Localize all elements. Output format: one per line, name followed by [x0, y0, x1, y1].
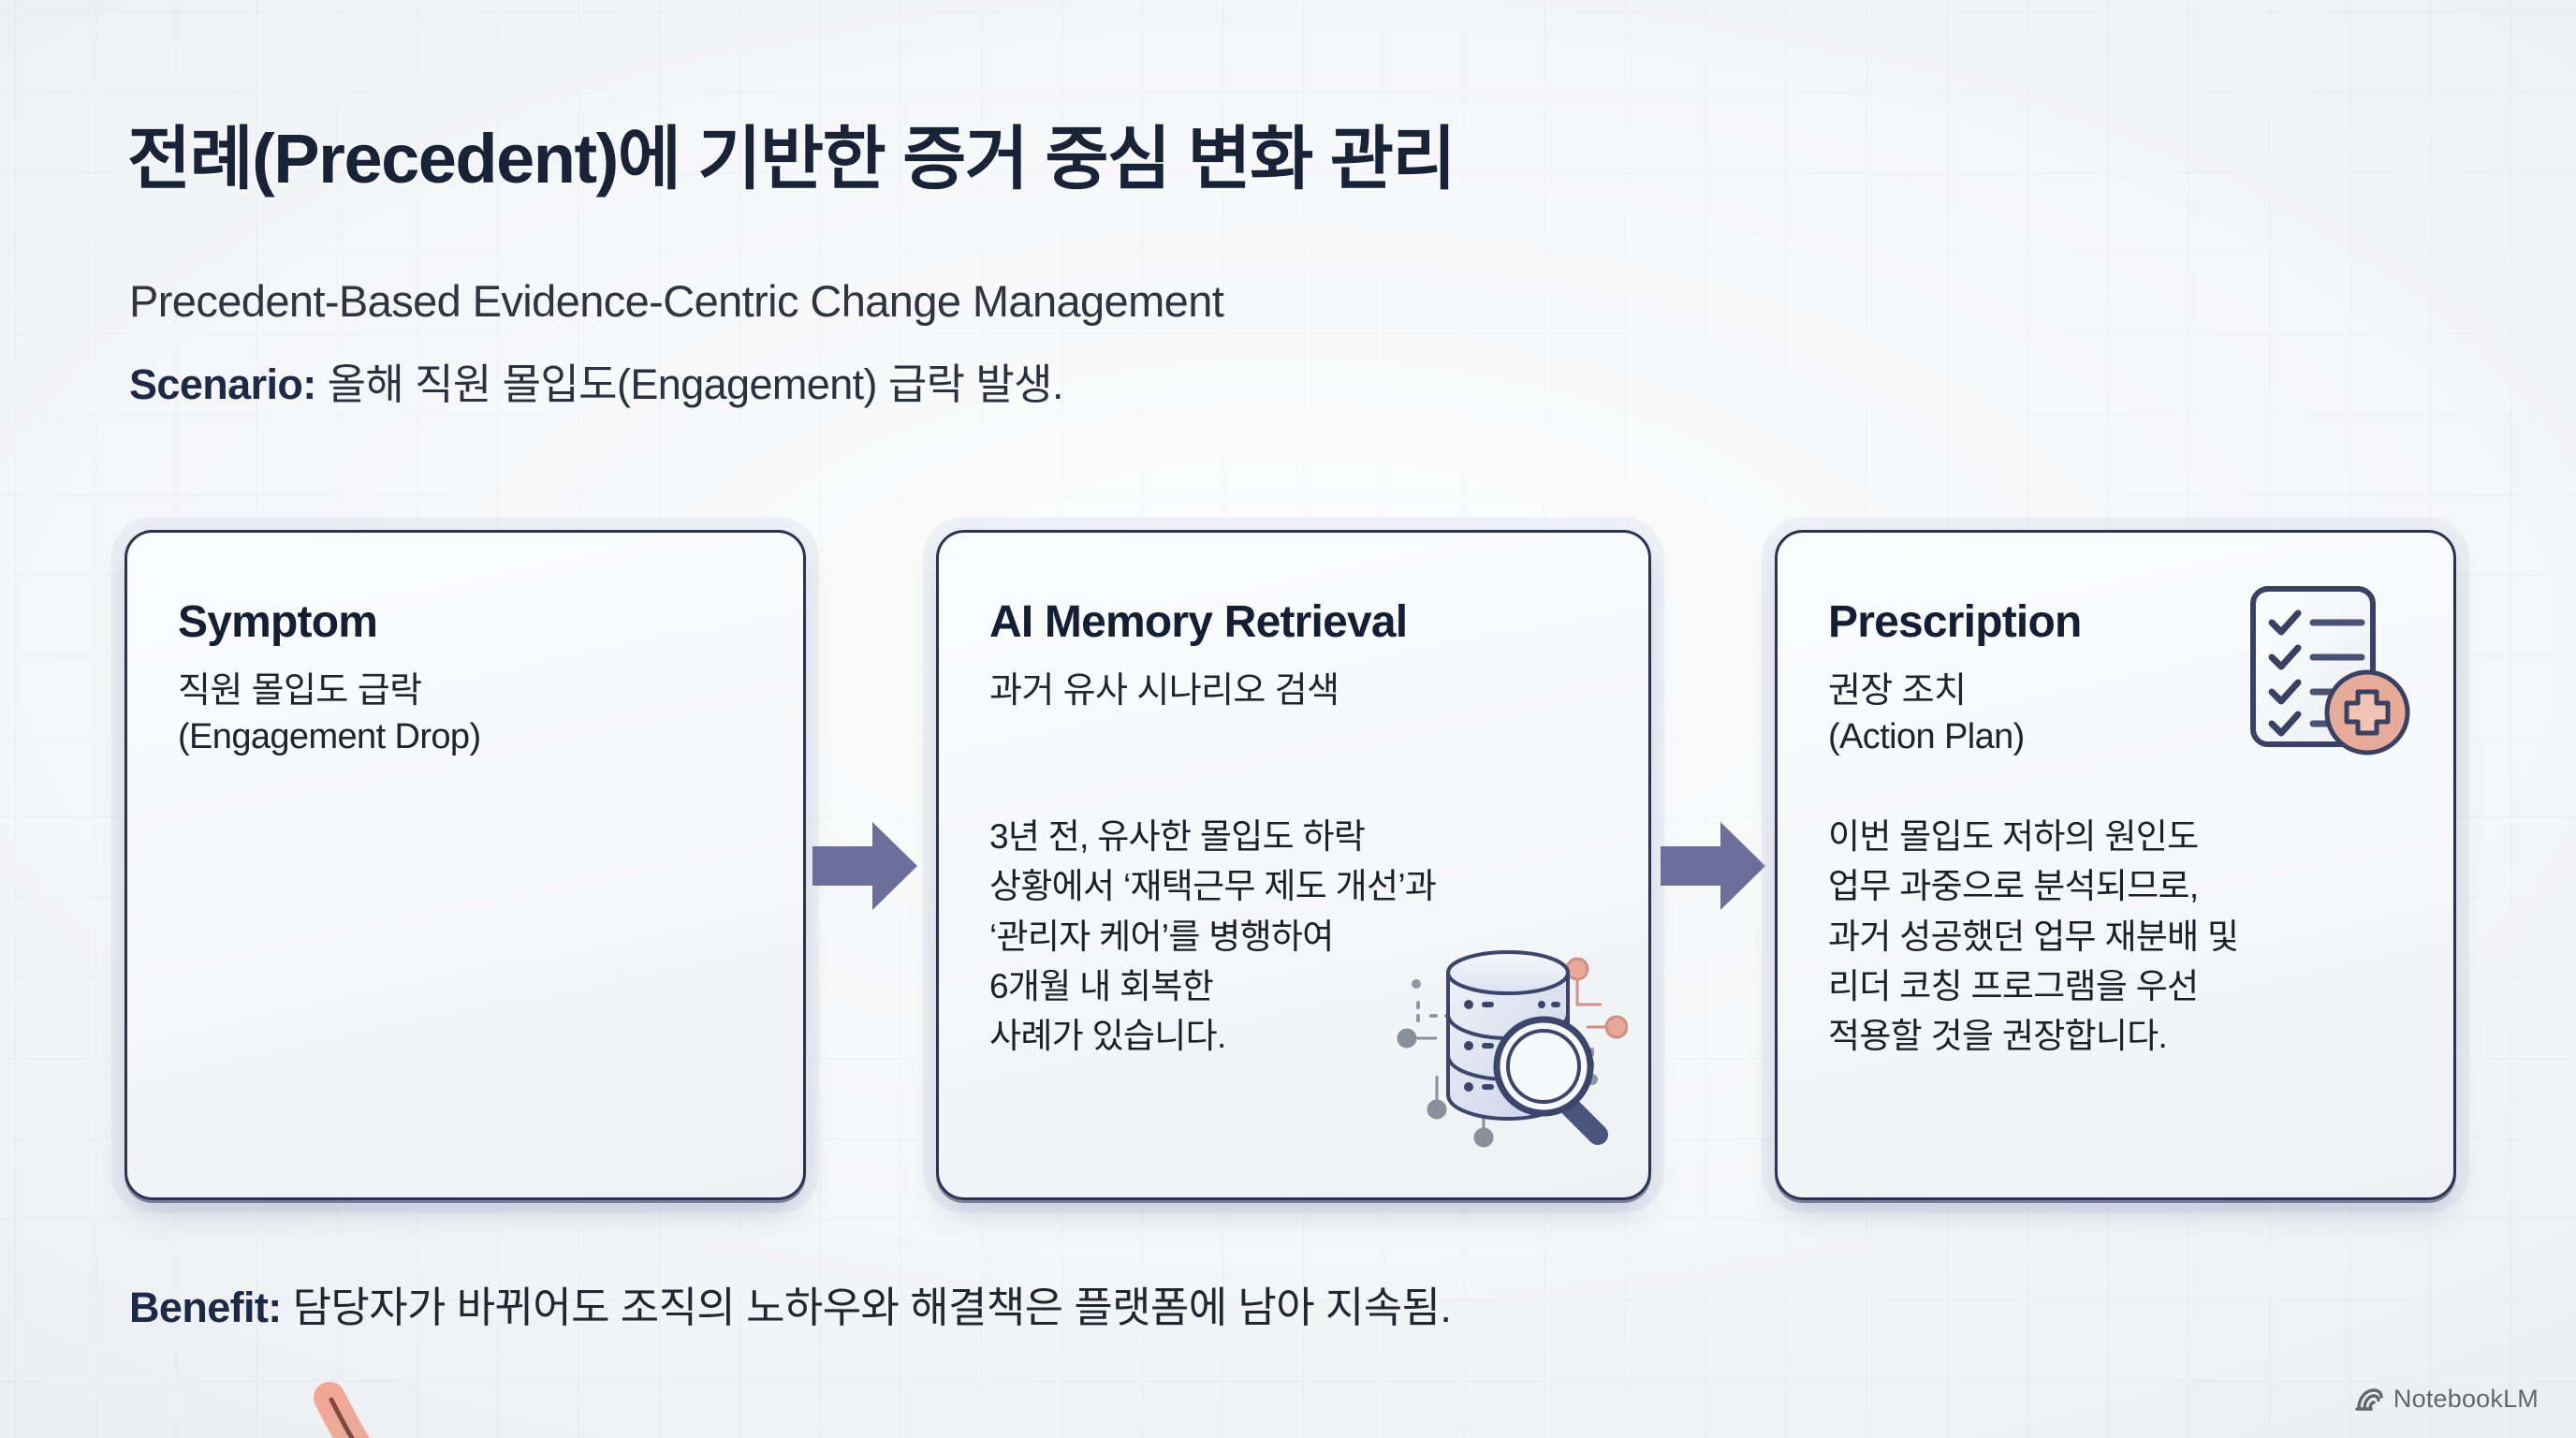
scenario-label: Scenario:: [129, 360, 316, 408]
benefit-line: Benefit: 담당자가 바뀌어도 조직의 노하우와 해결책은 플랫폼에 남아…: [129, 1273, 1452, 1334]
page-subtitle: Precedent-Based Evidence-Centric Change …: [129, 276, 1224, 326]
card-prescription-subtitle: 권장 조치 (Action Plan): [1828, 671, 2025, 757]
card-retrieval-title: AI Memory Retrieval: [989, 597, 1408, 647]
card-ai-memory-retrieval[interactable]: AI Memory Retrieval 과거 유사 시나리오 검색 3년 전, …: [936, 530, 1651, 1200]
notebooklm-watermark: NotebookLM: [2355, 1385, 2539, 1414]
arrow-right-icon: [812, 822, 917, 910]
card-prescription[interactable]: Prescription 권장 조치 (Action Plan) 이번 몰입도 …: [1775, 530, 2456, 1200]
card-prescription-title: Prescription: [1828, 597, 2082, 647]
card-retrieval-body: 3년 전, 유사한 몰입도 하락 상황에서 ‘재택근무 제도 개선’과 ‘관리자…: [989, 817, 1437, 1056]
card-symptom-title: Symptom: [178, 597, 378, 647]
benefit-label: Benefit:: [129, 1284, 282, 1331]
card-prescription-body: 이번 몰입도 저하의 원인도 업무 과중으로 분석되므로, 과거 성공했던 업무…: [1828, 817, 2239, 1056]
checklist-prescription-icon: [2250, 586, 2410, 756]
scenario-text: 올해 직원 몰입도(Engagement) 급락 발생.: [315, 360, 1064, 408]
card-symptom-subtitle: 직원 몰입도 급락 (Engagement Drop): [178, 671, 481, 757]
page-title: 전례(Precedent)에 기반한 증거 중심 변화 관리: [127, 120, 1456, 198]
benefit-text: 담당자가 바뀌어도 조직의 노하우와 해결책은 플랫폼에 남아 지속됨.: [281, 1284, 1452, 1331]
scenario-line: Scenario: 올해 직원 몰입도(Engagement) 급락 발생.: [129, 350, 1063, 411]
notebooklm-logo-icon: [2355, 1387, 2383, 1411]
card-retrieval-subtitle: 과거 유사 시나리오 검색: [989, 671, 1339, 711]
arrow-right-icon: [1661, 822, 1765, 910]
declining-trend-arrow-icon: [314, 1382, 370, 1438]
card-symptom[interactable]: Symptom 직원 몰입도 급락 (Engagement Drop): [124, 530, 806, 1438]
database-search-icon: [1397, 950, 1628, 1148]
watermark-label: NotebookLM: [2393, 1385, 2539, 1413]
